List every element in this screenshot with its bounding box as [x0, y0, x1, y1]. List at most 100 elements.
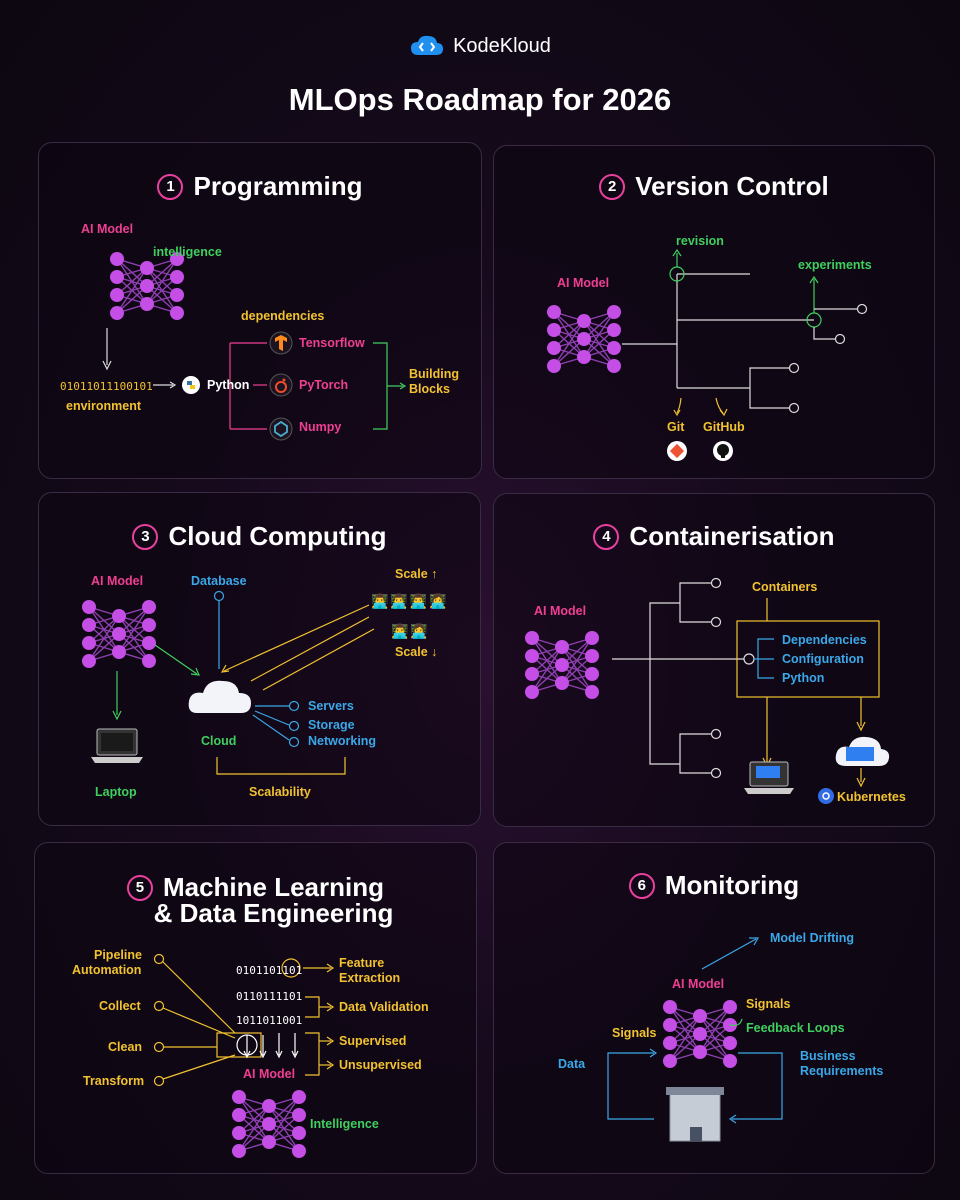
nn-node [170, 270, 184, 284]
scale-up-label: Scale ↑ [395, 567, 438, 581]
item-configuration: Configuration [782, 652, 864, 666]
nn-node [723, 1036, 737, 1050]
users-icon: 👨‍💻👨‍💻👨‍💻👩‍💻 [371, 593, 449, 609]
nn-node [723, 1054, 737, 1068]
output-unsupervised: Unsupervised [339, 1058, 422, 1072]
nn-node [110, 288, 124, 302]
nn-node [170, 306, 184, 320]
page-title: MLOps Roadmap for 2026 [288, 82, 672, 117]
step-number: 3 [132, 524, 159, 550]
nn-node [585, 631, 599, 645]
nn-node [232, 1090, 246, 1104]
item-dependencies: Dependencies [782, 633, 867, 647]
nn-node [663, 1036, 677, 1050]
laptop-label: Laptop [95, 785, 137, 799]
nn-node [525, 667, 539, 681]
brand-name: KodeKloud [453, 34, 551, 57]
nn-node [112, 627, 126, 641]
data-label: Data [558, 1057, 586, 1071]
nn-node [292, 1108, 306, 1122]
panel-title-text: Monitoring [664, 870, 800, 900]
brand: KodeKloud [0, 33, 960, 59]
nn-node [547, 359, 561, 373]
python-label: Python [207, 378, 250, 392]
nn-node [140, 297, 154, 311]
nn-node [82, 636, 96, 650]
output-extraction: Extraction [339, 971, 401, 985]
panel-subtitle: & Data Engineering [153, 898, 394, 928]
business-label: Business [800, 1049, 856, 1063]
step-pipeline: Pipeline [94, 948, 142, 962]
intelligence-label: intelligence [153, 245, 222, 259]
nn-node [585, 649, 599, 663]
nn-node [292, 1144, 306, 1158]
version-control-diagram [547, 248, 868, 461]
output-feature: Feature [339, 956, 385, 970]
nn-node [82, 618, 96, 632]
kodekloud-logo-icon [411, 35, 444, 55]
nn-node [525, 631, 539, 645]
scale-down-label: Scale ↓ [395, 645, 438, 659]
nn-node [110, 306, 124, 320]
step-automation: Automation [72, 963, 142, 977]
ai-model-label: AI Model [91, 574, 144, 588]
nn-node [262, 1099, 276, 1113]
nn-node [142, 600, 156, 614]
nn-node [663, 1000, 677, 1014]
nn-node [170, 288, 184, 302]
step-number: 1 [157, 174, 184, 200]
step-number: 2 [599, 174, 626, 200]
output-supervised: Supervised [339, 1034, 407, 1048]
nn-node [262, 1117, 276, 1131]
ai-model-label: AI Model [557, 276, 610, 290]
git-label: Git [667, 420, 685, 434]
step-clean: Clean [108, 1040, 143, 1054]
database-label: Database [191, 574, 247, 588]
nn-node [170, 252, 184, 266]
neural-network-icon [525, 631, 599, 699]
building-label: Building [409, 367, 459, 381]
monitoring-diagram [607, 937, 783, 1142]
signals-left-label: Signals [612, 1026, 657, 1040]
scalability-label: Scalability [249, 785, 311, 799]
nn-node [110, 270, 124, 284]
binary-text: 01011011100101 [60, 380, 153, 393]
nn-node [142, 654, 156, 668]
intelligence-label: Intelligence [310, 1117, 379, 1131]
nn-node [577, 332, 591, 346]
model-drifting-label: Model Drifting [770, 931, 855, 945]
environment-label: environment [66, 399, 142, 413]
nn-node [525, 685, 539, 699]
item-python: Python [782, 671, 825, 685]
panel-title-text: Containerisation [629, 521, 835, 551]
ai-model-label: AI Model [81, 222, 134, 236]
nn-node [577, 314, 591, 328]
nn-node [607, 305, 621, 319]
users-reduced-icon: 👨‍💻👩‍💻 [391, 623, 430, 639]
nn-node [82, 654, 96, 668]
service-storage: Storage [308, 718, 355, 732]
dependencies-label: dependencies [241, 309, 325, 323]
nn-node [142, 618, 156, 632]
nn-node [555, 676, 569, 690]
lib-numpy: Numpy [299, 420, 342, 434]
ai-model-label: AI Model [243, 1067, 296, 1081]
nn-node [232, 1144, 246, 1158]
nn-node [585, 685, 599, 699]
nn-node [693, 1009, 707, 1023]
step-transform: Transform [83, 1074, 145, 1088]
neural-network-icon [232, 1090, 306, 1158]
step-number: 5 [126, 875, 153, 901]
nn-node [547, 341, 561, 355]
requirements-label: Requirements [800, 1064, 884, 1078]
neural-network-icon [663, 1000, 737, 1068]
